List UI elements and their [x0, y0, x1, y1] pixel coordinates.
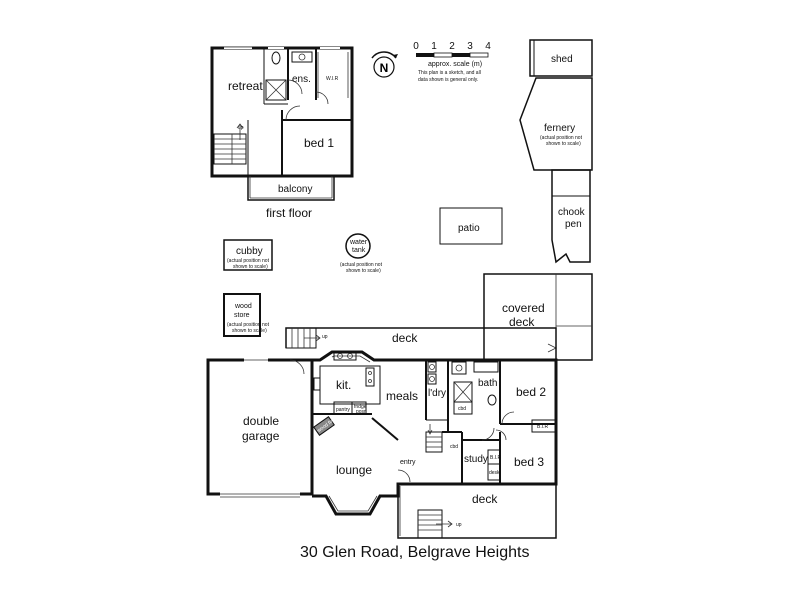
water-tank-label-2: tank	[352, 247, 366, 254]
ground-floor-plan: up deck double garage kit. pantry fridge…	[206, 327, 558, 539]
covered-deck-label-2: deck	[509, 315, 535, 329]
scale-label: approx. scale (m)	[428, 61, 482, 68]
cubby-note-2: shown to scale)	[233, 264, 268, 270]
desk-label: desk	[489, 470, 500, 476]
compass-label: N	[380, 61, 389, 75]
room-double-garage-1: double	[243, 414, 279, 428]
wood-store: wood store (actual position not shown to…	[223, 293, 270, 337]
wood-store-note-2: shown to scale)	[232, 328, 267, 334]
scale-tick-4: 4	[485, 41, 491, 52]
scale-note-1: This plan is a sketch, and all	[418, 70, 481, 76]
shed-label: shed	[551, 54, 573, 65]
room-double-garage-2: garage	[242, 429, 280, 443]
covered-deck-label-1: covered	[502, 301, 545, 315]
cubby: cubby (actual position not shown to scal…	[223, 239, 273, 271]
room-study: study	[464, 454, 488, 465]
ground-floor-stairs	[425, 431, 443, 453]
scale-tick-1: 1	[431, 41, 437, 52]
fernery-note-1: (actual position not	[540, 135, 583, 141]
room-kitchen: kit.	[336, 378, 351, 392]
north-compass-icon: N	[371, 51, 398, 78]
wood-store-label-1: wood	[234, 303, 252, 310]
water-tank-note-1: (actual position not	[340, 262, 383, 268]
covered-deck: covered deck	[483, 273, 593, 361]
patio: patio	[439, 207, 503, 245]
scale-tick-3: 3	[467, 41, 473, 52]
chook-pen-label-2: pen	[565, 219, 582, 230]
top-deck-up-label: up	[322, 334, 328, 340]
scale-bar: 0 1 2 3 4 approx. scale (m) This plan is…	[413, 41, 491, 83]
wood-store-note-1: (actual position not	[227, 322, 270, 328]
fernery-note-2: shown to scale)	[546, 141, 581, 147]
chook-pen-label-1: chook	[558, 207, 586, 218]
fernery: fernery (actual position not shown to sc…	[519, 77, 593, 171]
wood-store-label-2: store	[234, 312, 250, 319]
scale-tick-2: 2	[449, 41, 455, 52]
room-pantry: pantry	[336, 407, 350, 413]
room-bed3: bed 3	[514, 455, 544, 469]
patio-label: patio	[458, 223, 480, 234]
first-floor-up-label: up	[238, 125, 244, 131]
bottom-deck-up-label: up	[456, 522, 462, 528]
room-ensuite: ens.	[292, 74, 311, 85]
room-wir-first: W.I.R	[326, 76, 339, 82]
first-floor-plan: up retreat ens. W.I.R bed 1 balcony firs…	[210, 46, 354, 220]
fridge-label-1: fridge	[354, 404, 367, 410]
cubby-note-1: (actual position not	[227, 258, 270, 264]
room-balcony: balcony	[278, 184, 312, 195]
water-tank-label-1: water	[349, 239, 368, 246]
first-floor-label: first floor	[266, 206, 312, 220]
fernery-label: fernery	[544, 123, 575, 134]
water-tank: water tank (actual position not shown to…	[340, 233, 383, 274]
scale-tick-0: 0	[413, 41, 419, 52]
room-bed2: bed 2	[516, 385, 546, 399]
room-bed1: bed 1	[304, 136, 334, 150]
room-bath: bath	[478, 378, 497, 389]
room-bir-bed2: B.I.R	[537, 424, 549, 430]
deck-top-label: deck	[392, 331, 418, 345]
room-laundry: l'dry	[428, 388, 446, 399]
cubby-label: cubby	[236, 246, 263, 257]
scale-note-2: data shown is general only.	[418, 77, 478, 83]
bottom-deck-steps	[417, 509, 453, 539]
top-deck-steps	[285, 327, 321, 349]
first-floor-stairs	[213, 123, 247, 165]
wood-fire-icon: wood fire	[313, 416, 337, 436]
property-address-title: 30 Glen Road, Belgrave Heights	[300, 544, 529, 561]
deck-bottom-label: deck	[472, 492, 498, 506]
room-entry: entry	[400, 459, 416, 466]
fridge-label-2: posn	[356, 409, 367, 415]
room-bir-bed3: B.I.R	[490, 455, 502, 461]
chook-pen: chook pen	[551, 169, 591, 264]
cupboard-1: cbd	[458, 406, 466, 412]
room-lounge: lounge	[336, 463, 372, 477]
shed: shed	[529, 39, 593, 77]
room-retreat: retreat	[228, 79, 263, 93]
water-tank-note-2: shown to scale)	[346, 268, 381, 274]
room-meals: meals	[386, 389, 418, 403]
cupboard-2: cbd	[450, 444, 458, 450]
